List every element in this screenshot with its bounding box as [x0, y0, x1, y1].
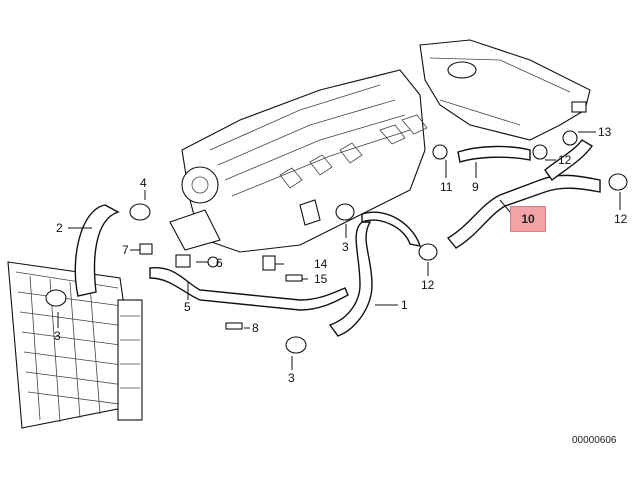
- label-10: 10: [521, 212, 535, 226]
- label-1: 1: [401, 298, 408, 312]
- leader-lines: [57, 131, 621, 370]
- hose-5: [149, 267, 349, 311]
- hose-10-branch: [544, 139, 593, 181]
- label-6: 6: [216, 256, 223, 270]
- label-4: 4: [140, 176, 147, 190]
- label-5: 5: [184, 300, 191, 314]
- reference-number: 00000606: [572, 435, 617, 446]
- label-3-left: 3: [54, 329, 61, 343]
- label-14: 14: [314, 257, 328, 271]
- label-13: 13: [598, 125, 612, 139]
- label-11: 11: [440, 180, 453, 194]
- hose-clamps: [45, 130, 628, 354]
- highlight-part-10: 10: [510, 206, 546, 232]
- radiator: [7, 261, 143, 429]
- label-15: 15: [314, 272, 328, 286]
- label-3-middle: 3: [342, 240, 349, 254]
- label-9: 9: [472, 180, 479, 194]
- label-3-bottom: 3: [288, 371, 295, 385]
- label-12-middle: 12: [421, 278, 435, 292]
- hose-1: [328, 221, 373, 337]
- label-12-right: 12: [614, 212, 628, 226]
- label-2: 2: [56, 221, 63, 235]
- hose-9: [457, 145, 531, 163]
- hose-10: [446, 174, 601, 249]
- hose-1-upper: [361, 211, 422, 247]
- label-8: 8: [252, 321, 259, 335]
- expansion-tank: [419, 39, 591, 141]
- engine-block: [169, 69, 428, 253]
- label-7: 7: [122, 243, 129, 257]
- label-12-upper: 12: [558, 153, 572, 167]
- small-parts: [139, 243, 303, 330]
